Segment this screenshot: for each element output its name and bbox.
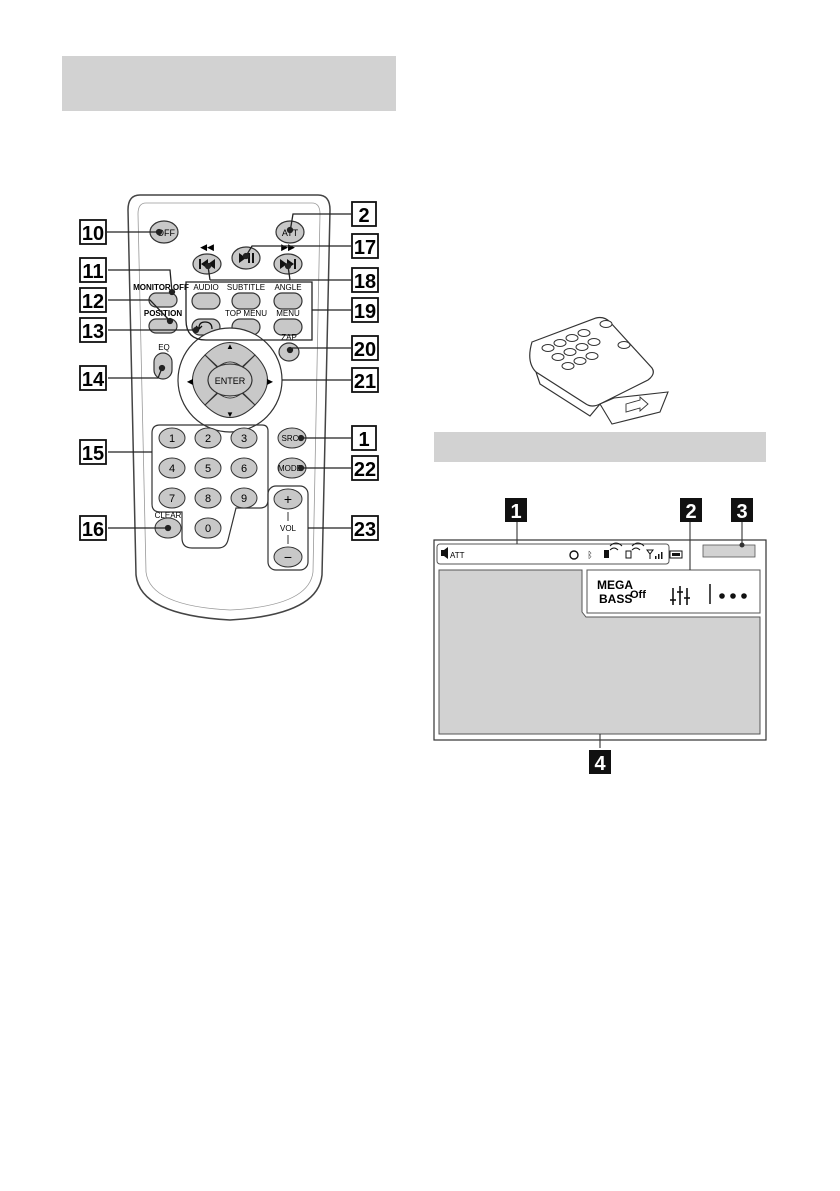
callout-16: 16 xyxy=(82,519,104,541)
status-att: ATT xyxy=(450,551,465,560)
callout-13: 13 xyxy=(82,321,104,343)
digit-6-label: 6 xyxy=(241,463,247,475)
bluetooth-icon: ᛒ xyxy=(587,550,592,560)
vol-down-label: − xyxy=(284,549,292,565)
mega-label: MEGA xyxy=(597,578,633,592)
up-arrow-icon: ▲ xyxy=(226,342,234,351)
angle-label: ANGLE xyxy=(274,283,301,292)
callout-17: 17 xyxy=(354,237,376,259)
digit-3-label: 3 xyxy=(241,433,247,445)
angle-button[interactable] xyxy=(274,293,302,309)
digit-9-label: 9 xyxy=(241,493,247,505)
battery-remote-illustration xyxy=(530,318,668,425)
audio-button[interactable] xyxy=(192,293,220,309)
callout-19: 19 xyxy=(354,301,376,323)
callout-15: 15 xyxy=(82,443,104,465)
fast-forward-icon: ▶▶ xyxy=(281,242,295,252)
callout-2: 2 xyxy=(358,205,369,227)
equalizer-icon xyxy=(670,586,690,605)
left-arrow-icon: ◀ xyxy=(187,377,194,386)
callout-10: 10 xyxy=(82,223,104,245)
screen-diagram: ATT ᛒ MEGA BAS xyxy=(434,498,766,775)
vol-label: VOL xyxy=(280,524,297,533)
digit-0-label: 0 xyxy=(205,523,211,535)
subtitle-button[interactable] xyxy=(232,293,260,309)
monitor-off-label: MONITOR OFF xyxy=(133,283,189,292)
callout-21: 21 xyxy=(354,371,376,393)
right-arrow-icon: ▶ xyxy=(267,377,274,386)
digit-7-label: 7 xyxy=(169,493,175,505)
screen-callout-4: 4 xyxy=(594,753,606,775)
rewind-icon: ◀◀ xyxy=(200,242,214,252)
monitor-off-button[interactable] xyxy=(149,293,177,307)
callout-22: 22 xyxy=(354,459,376,481)
phone-icon xyxy=(604,550,609,558)
subtitle-label: SUBTITLE xyxy=(227,283,265,292)
menu-label: MENU xyxy=(276,309,300,318)
digit-8-label: 8 xyxy=(205,493,211,505)
digit-5-label: 5 xyxy=(205,463,211,475)
clock-area xyxy=(703,545,755,557)
small-remote-body xyxy=(530,318,654,407)
callout-14: 14 xyxy=(82,369,105,391)
screen-callout-1: 1 xyxy=(510,501,521,523)
mega-bass-off-label: Off xyxy=(630,589,646,601)
top-menu-label: TOP MENU xyxy=(225,309,267,318)
digit-2-label: 2 xyxy=(205,433,211,445)
eq-label: EQ xyxy=(158,343,170,352)
screen-callout-3: 3 xyxy=(736,501,747,523)
callout-23: 23 xyxy=(354,519,376,541)
callout-12: 12 xyxy=(82,291,104,313)
callout-11: 11 xyxy=(82,261,103,283)
src-label: SRC xyxy=(282,434,299,443)
callout-18: 18 xyxy=(354,271,376,293)
more-options-icon[interactable] xyxy=(719,593,747,599)
down-arrow-icon: ▼ xyxy=(226,410,234,419)
bass-label: BASS xyxy=(599,592,632,606)
audio-label: AUDIO xyxy=(193,283,218,292)
vol-up-label: + xyxy=(284,491,292,507)
signal-bars-icon xyxy=(655,556,657,559)
digit-1-label: 1 xyxy=(169,433,175,445)
callout-20: 20 xyxy=(354,339,376,361)
digit-4-label: 4 xyxy=(169,463,175,475)
callout-1: 1 xyxy=(358,429,369,451)
screen-callout-2: 2 xyxy=(685,501,696,523)
enter-label: ENTER xyxy=(215,376,246,386)
